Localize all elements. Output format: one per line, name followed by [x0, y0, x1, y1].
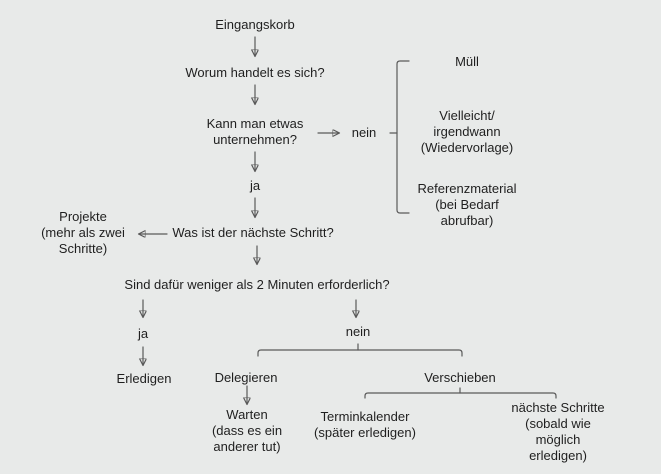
node-delegieren: Delegieren: [214, 370, 278, 385]
node-referenzmaterial: Referenzmaterial (bei Bedarf abrufbar): [417, 181, 517, 228]
node-warten: Warten (dass es ein anderer tut): [211, 407, 283, 454]
bracket-verschieben: [364, 387, 557, 399]
node-naechster-schritt: Was ist der nächste Schritt?: [172, 225, 334, 240]
bracket-nein-ergebnisse-body: [396, 60, 410, 214]
node-kann-man-etwas: Kann man etwas unternehmen?: [206, 116, 304, 147]
node-eingangskorb: Eingangskorb: [215, 17, 295, 32]
node-muell: Müll: [455, 54, 479, 69]
node-projekte: Projekte (mehr als zwei Schritte): [41, 209, 125, 256]
label-ja-oben: ja: [249, 178, 261, 193]
node-vielleicht-irgendwann: Vielleicht/ irgendwann (Wiedervorlage): [420, 108, 514, 155]
node-verschieben: Verschieben: [424, 370, 496, 385]
node-erledigen: Erledigen: [116, 371, 172, 386]
node-terminkalender: Terminkalender (später erledigen): [314, 409, 416, 440]
label-nein-unten: nein: [345, 324, 371, 339]
node-worum-handelt: Worum handelt es sich?: [185, 65, 325, 80]
label-ja-unten: ja: [137, 326, 149, 341]
label-nein-oben: nein: [351, 125, 377, 140]
bracket-verschieben-body: [364, 392, 557, 399]
node-naechste-schritte: nächste Schritte (sobald wie möglich erl…: [511, 400, 605, 463]
bracket-nein-unten-body: [257, 349, 463, 357]
bracket-nein-ergebnisse: [389, 60, 410, 214]
bracket-nein-unten: [257, 343, 463, 357]
node-zwei-minuten: Sind dafür weniger als 2 Minuten erforde…: [124, 277, 390, 292]
